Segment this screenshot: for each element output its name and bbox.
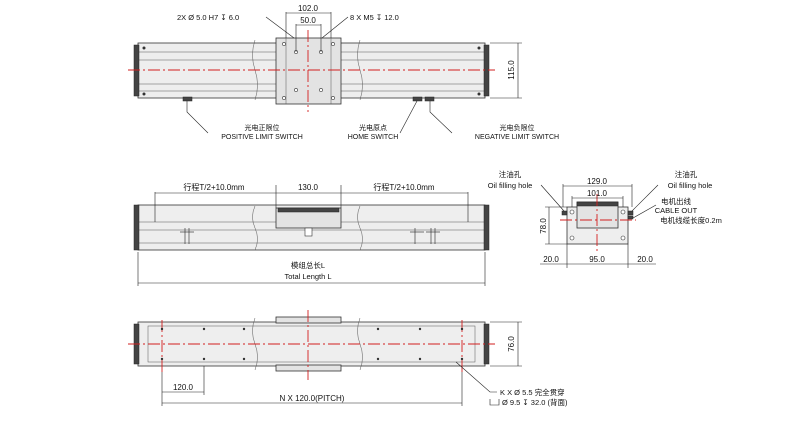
end-inner-width-label: 101.0 [587,189,608,198]
bottom-hole [460,357,464,361]
end-view-carriage [576,201,619,229]
side-view-home-block [304,227,313,237]
break-mark [357,205,363,251]
bottom-hole [202,327,206,331]
end-bolt [142,46,146,50]
end-bolt [477,46,481,50]
mount-hole [331,42,335,46]
end-view-motor-plate [576,201,619,207]
limit-sensor-home [412,96,423,102]
carriage-length-label: 130.0 [298,183,319,192]
bottom-view: 76.0 120.0 N X 120.0(PITCH) K X Ø 5.5 完全… [128,310,568,407]
counterbore-note: Ø 9.5 ↧ 32.0 (背面) [502,397,568,407]
screw-hole-note: 8 X M5 ↧ 12.0 [350,13,399,22]
leader-line [540,184,565,212]
bottom-height-label: 76.0 [507,336,516,352]
side-sensor-right [426,228,440,244]
height-label: 115.0 [507,60,516,80]
positive-switch-en: POSITIVE LIMIT SWITCH [221,134,303,141]
end-view-hole [569,235,575,241]
bottom-hole [376,327,380,331]
end-outer-width-label: 129.0 [587,177,608,186]
leader-line [429,101,453,134]
through-hole-note: K X Ø 5.5 完全贯穿 [500,387,565,397]
end-view-hole [569,209,575,215]
cable-length-note: 电机线缆长度0.2m [660,215,722,225]
side-view-carriage-top [277,207,340,213]
side-view: 行程T/2+10.0mm 130.0 行程T/2+10.0mm 模组总长L To… [133,182,490,286]
oil-hole-en-left: Oil filling hole [488,181,533,190]
negative-switch-en: NEGATIVE LIMIT SWITCH [475,134,559,141]
mount-hole [319,88,323,92]
total-length-en: Total Length L [284,272,331,281]
pitch-first-label: 120.0 [173,383,194,392]
oil-nipple-left [561,210,568,216]
end-height-label: 78.0 [539,218,548,234]
bottom-view-carriage-top [275,316,342,324]
side-sensor-left [180,228,194,244]
end-view-hole [620,235,626,241]
top-view-end-cap-left [133,44,140,97]
leader-line [321,16,349,39]
bottom-hole [418,327,422,331]
leader-line [632,204,657,219]
home-switch-en: HOME SWITCH [348,134,399,141]
end-left-label: 20.0 [543,255,559,264]
top-view-carriage [275,37,342,105]
bottom-hole [460,327,464,331]
end-middle-label: 95.0 [589,255,605,264]
pitch-total-label: N X 120.0(PITCH) [280,394,345,403]
bottom-view-carriage-bottom [275,364,342,372]
negative-switch-cn: 光电负限位 [500,123,535,132]
stroke-left-label: 行程T/2+10.0mm [183,182,244,192]
top-width-label: 102.0 [298,4,319,13]
side-view-end-cap-right [483,204,490,251]
mount-hole [331,96,335,100]
inner-width-label: 50.0 [300,16,316,25]
end-bolt [477,92,481,96]
side-view-end-cap-left [133,204,140,251]
positive-switch-cn: 光电正限位 [245,123,280,132]
top-view: 102.0 50.0 2X Ø 5.0 H7 ↧ 6.0 8 X M5 ↧ 12… [128,4,559,141]
bottom-hole-row [160,327,464,361]
leader-line [399,100,418,134]
bottom-hole [160,327,164,331]
bottom-hole [242,327,246,331]
limit-sensor-negative [424,96,435,102]
end-right-label: 20.0 [637,255,653,264]
cable-out-en: CABLE OUT [655,206,698,215]
mount-hole [294,88,298,92]
break-mark [252,205,258,251]
leader-line [186,101,209,134]
side-sensor-home [410,228,424,244]
limit-sensor-positive [182,96,193,102]
home-switch-cn: 光电原点 [359,123,387,132]
bottom-hole [160,357,164,361]
mount-hole [282,42,286,46]
pin-hole-note: 2X Ø 5.0 H7 ↧ 6.0 [177,13,239,22]
end-view: 注油孔 Oil filling hole 注油孔 Oil filling hol… [488,169,722,268]
counterbore-symbol [489,399,500,406]
bottom-hole [376,357,380,361]
cable-out-cn: 电机出线 [661,196,691,206]
leader-line [265,16,295,39]
leader-line [455,361,497,393]
bottom-hole [202,357,206,361]
end-bolt [142,92,146,96]
stroke-right-label: 行程T/2+10.0mm [373,182,434,192]
oil-hole-en-right: Oil filling hole [668,181,713,190]
oil-nipple-right [627,210,634,216]
leader-line [631,184,659,212]
mount-hole [282,96,286,100]
oil-hole-cn-left: 注油孔 [499,169,522,179]
top-view-end-cap-right [483,44,490,97]
total-length-cn: 模组总长L [291,260,325,270]
bottom-hole [242,357,246,361]
end-view-hole [620,209,626,215]
oil-hole-cn-right: 注油孔 [675,169,698,179]
bottom-hole [418,357,422,361]
cable-outlet [627,215,634,220]
